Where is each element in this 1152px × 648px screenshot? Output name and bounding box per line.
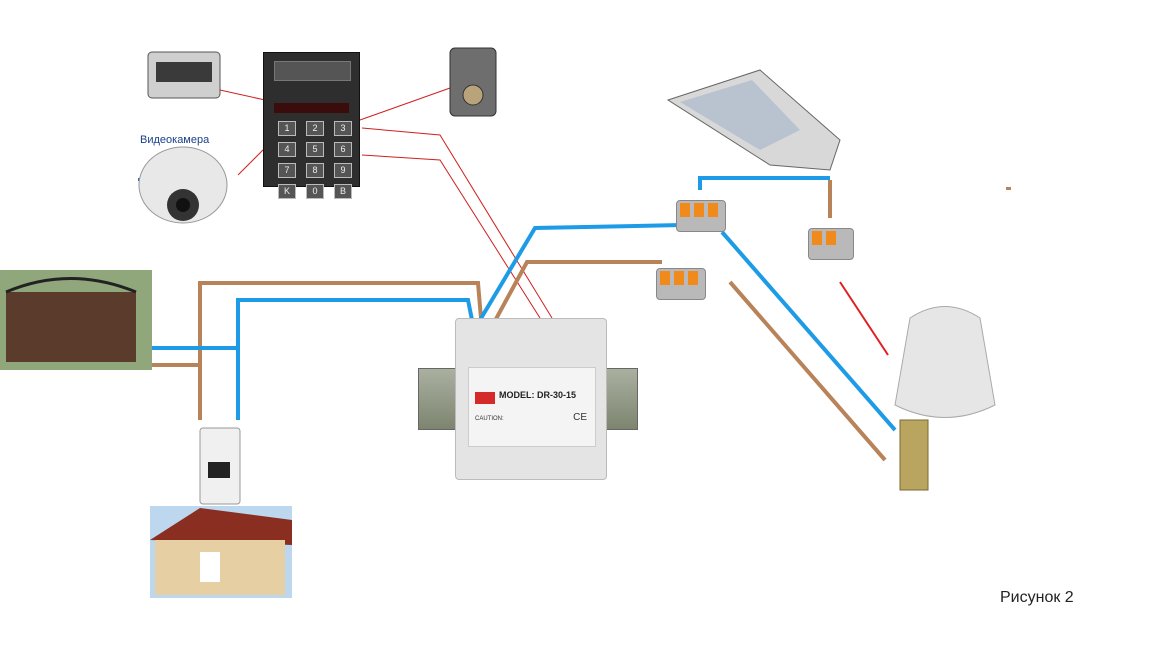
- keypad-key: 3: [334, 121, 352, 136]
- magnetic-lock-image: [147, 51, 221, 99]
- circuit-breaker-image: [199, 427, 241, 505]
- wire-keypad-psu-1: [361, 127, 553, 319]
- wire-keypad-psu-2: [361, 154, 541, 319]
- wire-keypad-button: [359, 87, 451, 121]
- wago-connector-1: [676, 200, 726, 232]
- wire-blue-lamp: [698, 176, 830, 190]
- ce-mark: CE: [573, 412, 587, 423]
- keypad-key: K: [278, 184, 296, 199]
- psu-caution: CAUTION:: [475, 416, 504, 422]
- wire-blue-main: [236, 298, 476, 420]
- keypad-key: 9: [334, 163, 352, 178]
- house-image: [150, 506, 292, 598]
- wire-brown-main: [198, 281, 484, 420]
- wire-camera-keypad: [237, 147, 266, 176]
- street-lamp-image: [666, 69, 841, 171]
- photocell-sensor-image: [894, 306, 996, 491]
- keypad-key: 2: [306, 121, 324, 136]
- exit-button-image: [449, 47, 497, 117]
- keypad-key: 6: [334, 142, 352, 157]
- figure-caption: Рисунок 2: [1000, 589, 1074, 606]
- keypad-key: 1: [278, 121, 296, 136]
- wire-lock-keypad: [219, 89, 266, 101]
- keypad-key: 7: [278, 163, 296, 178]
- keypad-key: 4: [278, 142, 296, 157]
- wago-connector-3: [808, 228, 854, 260]
- wire-brown-psu-connector: [488, 260, 662, 331]
- psu-model: MODEL: DR-30-15: [499, 390, 577, 400]
- psu-label: MODEL: DR-30-15 CAUTION: CE: [468, 367, 596, 447]
- keypad-indicator: [274, 103, 349, 113]
- wire-red-photocell: [839, 281, 889, 356]
- power-supply: MODEL: DR-30-15 CAUTION: CE: [455, 318, 607, 480]
- intercom-keypad: 1 2 3 4 5 6 7 8 9 K 0 B: [263, 52, 360, 199]
- meanwell-logo: [475, 392, 495, 404]
- keypad-display: [274, 61, 351, 81]
- camera-label: Видеокамера: [140, 134, 210, 146]
- keypad-key: 0: [306, 184, 324, 199]
- dome-camera-image: [138, 146, 228, 224]
- gate-image: [0, 270, 152, 370]
- keypad-key: B: [334, 184, 352, 199]
- wire-blue-psu-connector: [472, 223, 683, 332]
- wire-brown-photocell: [728, 280, 887, 462]
- wire-blue-photocell: [720, 230, 897, 432]
- wago-connector-2: [656, 268, 706, 300]
- keypad-key: 8: [306, 163, 324, 178]
- keypad-key: 5: [306, 142, 324, 157]
